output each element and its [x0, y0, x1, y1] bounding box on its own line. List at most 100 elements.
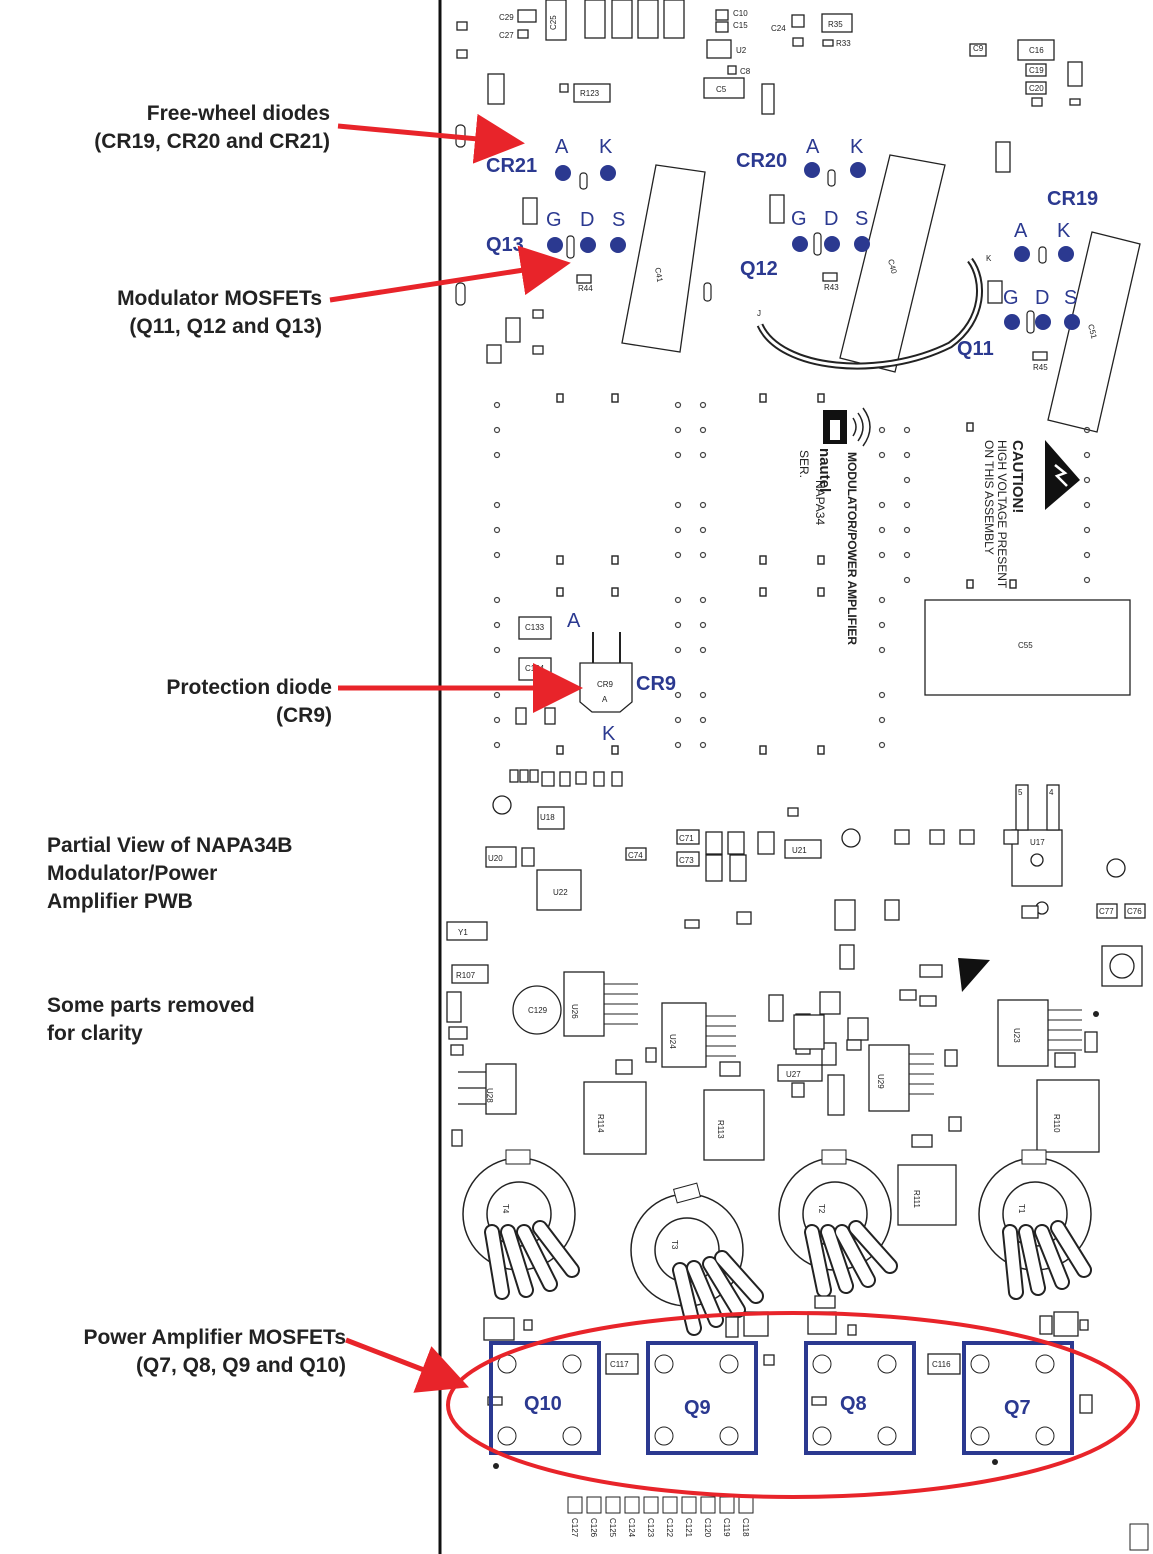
- power-mosfet-q7: Q7: [962, 1341, 1074, 1455]
- cap-label: C127: [570, 1518, 579, 1538]
- label-q12: Q12: [740, 258, 778, 280]
- label-q13: Q13: [486, 234, 524, 256]
- callout-arrows: [329, 113, 583, 1393]
- svg-text:4: 4: [1049, 788, 1054, 797]
- svg-text:R114: R114: [596, 1114, 605, 1133]
- svg-text:U26: U26: [570, 1004, 579, 1019]
- label-q8: Q8: [840, 1393, 867, 1415]
- svg-text:U2: U2: [736, 46, 747, 55]
- nautel-logo: nautel SER. NAPA34 MODULATOR/POWER AMPLI…: [797, 407, 871, 645]
- svg-text:U29: U29: [876, 1074, 885, 1089]
- svg-text:C116: C116: [932, 1360, 951, 1369]
- heatsink-c51: C51: [1047, 231, 1141, 433]
- svg-text:A: A: [555, 136, 569, 158]
- heatsink-c40: C40: [839, 154, 946, 373]
- svg-text:U20: U20: [488, 854, 503, 863]
- svg-text:C51: C51: [1086, 323, 1099, 340]
- pin-dots: [547, 162, 1080, 330]
- svg-text:A: A: [567, 610, 581, 632]
- svg-text:R45: R45: [1033, 363, 1048, 372]
- cap-label: C123: [646, 1518, 655, 1538]
- svg-text:U23: U23: [1012, 1028, 1021, 1043]
- svg-text:C16: C16: [1029, 46, 1044, 55]
- transformer-t1: T1: [978, 1149, 1092, 1300]
- svg-text:C117: C117: [610, 1360, 629, 1369]
- svg-text:T4: T4: [501, 1204, 510, 1214]
- svg-text:R110: R110: [1052, 1114, 1061, 1133]
- svg-text:C15: C15: [733, 21, 748, 30]
- svg-text:R107: R107: [456, 971, 476, 980]
- svg-text:R44: R44: [578, 284, 593, 293]
- cap-pad: [738, 1496, 754, 1514]
- svg-text:C129: C129: [528, 1006, 548, 1015]
- label-q7: Q7: [1004, 1397, 1031, 1419]
- svg-text:A: A: [602, 695, 608, 704]
- svg-text:C71: C71: [679, 834, 694, 843]
- label-cr20: CR20: [736, 150, 787, 172]
- svg-text:C20: C20: [1029, 84, 1044, 93]
- power-mosfet-q8: Q8: [804, 1341, 916, 1455]
- callout-power-amp-mosfets: Power Amplifier MOSFETs (Q7, Q8, Q9 and …: [83, 1326, 346, 1377]
- svg-text:C133: C133: [525, 623, 545, 632]
- svg-text:A: A: [806, 136, 820, 158]
- cap-label: C122: [665, 1518, 674, 1538]
- svg-text:C9: C9: [973, 44, 984, 53]
- svg-text:nautel: nautel: [816, 448, 833, 492]
- svg-text:S: S: [1064, 287, 1077, 309]
- svg-text:J: J: [757, 309, 761, 318]
- svg-text:CR9: CR9: [597, 680, 614, 689]
- svg-text:ON THIS ASSEMBLY: ON THIS ASSEMBLY: [982, 440, 996, 555]
- cap-pad: [643, 1496, 659, 1514]
- transformer-t4: T4: [462, 1149, 580, 1300]
- svg-text:CAUTION!: CAUTION!: [1009, 440, 1026, 513]
- svg-text:G: G: [1003, 287, 1019, 309]
- svg-text:C29: C29: [499, 13, 514, 22]
- svg-text:U28: U28: [485, 1088, 494, 1103]
- svg-text:G: G: [546, 209, 562, 231]
- svg-text:C40: C40: [886, 258, 899, 275]
- svg-text:R35: R35: [828, 20, 843, 29]
- cap-pad: [586, 1496, 602, 1514]
- svg-text:C74: C74: [628, 851, 643, 860]
- callout-some-parts-removed: Some parts removed for clarity: [47, 994, 255, 1045]
- cap-label: C119: [722, 1518, 731, 1537]
- cap-pad: [681, 1496, 697, 1514]
- svg-text:S: S: [612, 209, 625, 231]
- svg-text:C41: C41: [653, 267, 665, 284]
- svg-text:U22: U22: [553, 888, 568, 897]
- middle-square-pads: [556, 393, 1017, 755]
- svg-text:U17: U17: [1030, 838, 1045, 847]
- svg-text:SER.: SER.: [797, 450, 811, 478]
- power-amp-highlight: [446, 1311, 1140, 1499]
- svg-text:R111: R111: [912, 1190, 921, 1208]
- svg-text:K: K: [850, 136, 864, 158]
- svg-text:MODULATOR/POWER AMPLIFIER: MODULATOR/POWER AMPLIFIER: [845, 452, 859, 645]
- svg-text:C76: C76: [1127, 907, 1142, 916]
- transformer-t2: T2: [778, 1149, 898, 1298]
- svg-text:C8: C8: [740, 67, 751, 76]
- protection-diode-area: C133 C134 CR9 A A K CR9: [515, 610, 676, 745]
- svg-text:K: K: [599, 136, 613, 158]
- svg-text:NAPA34: NAPA34: [813, 480, 827, 525]
- svg-text:K: K: [986, 254, 992, 263]
- svg-text:T1: T1: [1017, 1204, 1026, 1214]
- svg-text:S: S: [855, 208, 868, 230]
- svg-text:G: G: [791, 208, 807, 230]
- svg-text:C27: C27: [499, 31, 514, 40]
- svg-text:HIGH VOLTAGE PRESENT: HIGH VOLTAGE PRESENT: [995, 440, 1009, 589]
- cap-label: C118: [741, 1518, 750, 1537]
- svg-text:R43: R43: [824, 283, 839, 292]
- svg-text:U27: U27: [786, 1070, 801, 1079]
- heatsink-c41: C41: [621, 164, 706, 353]
- cap-label: C126: [589, 1518, 598, 1538]
- label-q9: Q9: [684, 1397, 711, 1419]
- cap-pad: [567, 1496, 583, 1514]
- callout-protection-diode: Protection diode (CR9): [166, 676, 332, 727]
- cap-pad: [719, 1496, 735, 1514]
- cap-label: C121: [684, 1518, 693, 1538]
- middle-pads: [493, 401, 1091, 749]
- svg-text:C77: C77: [1099, 907, 1114, 916]
- label-cr21: CR21: [486, 155, 537, 177]
- svg-text:D: D: [824, 208, 838, 230]
